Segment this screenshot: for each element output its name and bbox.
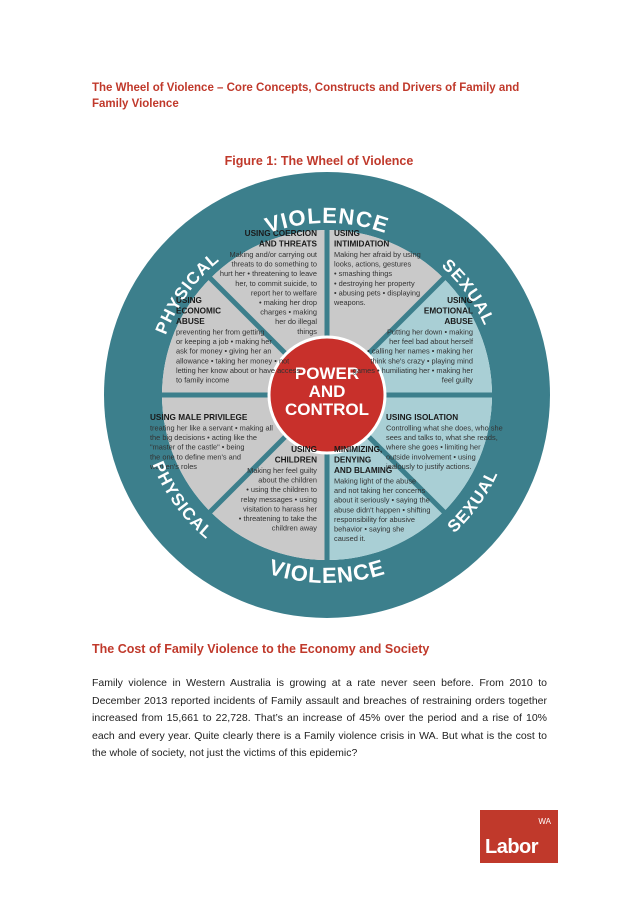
section-heading: The Cost of Family Violence to the Econo…	[92, 642, 430, 656]
wheel-section-title: ECONOMIC	[176, 307, 221, 316]
wheel-section-title: DENYING	[334, 456, 371, 465]
wheel-section-text: Making her feel guilty	[247, 466, 317, 475]
wheel-section-text: weapons.	[333, 298, 366, 307]
wheel-section-text: letting her know about or have access	[176, 366, 300, 375]
wheel-section-text: about it seriously • saying the	[334, 496, 430, 505]
wheel-section-text: think she's crazy • playing mind	[370, 356, 473, 365]
wheel-section-text: games • humiliating her • making her	[353, 366, 474, 375]
labor-wa-logo: WA Labor	[480, 810, 558, 863]
wheel-section-text: "master of the castle" • being	[150, 443, 245, 452]
wheel-section-text: abuse didn't happen • shifting	[334, 505, 430, 514]
wheel-section-title: ABUSE	[176, 317, 205, 326]
wheel-section-text: charges • making	[260, 308, 317, 317]
wheel-section-text: outside involvement • using	[386, 452, 476, 461]
wheel-section-text: • using the children to	[246, 485, 317, 494]
wheel-section-text: hurt her • threatening to leave	[220, 269, 317, 278]
wheel-section-text: • making her drop	[259, 298, 317, 307]
logo-labor-text: Labor	[485, 836, 539, 858]
wheel-section-text: visitation to harass her	[243, 504, 317, 513]
wheel-section-text: feel guilty	[442, 376, 474, 385]
wheel-section-text: • smashing things	[334, 269, 392, 278]
wheel-section-text: behavior • saying she	[334, 525, 404, 534]
wheel-section-text: • abusing pets • displaying	[334, 288, 420, 297]
wheel-section-text: about the children	[258, 476, 317, 485]
wheel-section-text: Controlling what she does, who she	[386, 424, 503, 433]
wheel-section-text: or keeping a job • making her	[176, 337, 272, 346]
wheel-section-text: looks, actions, gestures	[334, 260, 412, 269]
wheel-section-text: • destroying her property	[334, 279, 415, 288]
wheel-section-text: allowance • taking her money • not	[176, 356, 289, 365]
wheel-section-title: ABUSE	[444, 317, 473, 326]
wheel-section-text: Making and/or carrying out	[229, 250, 317, 259]
wheel-section-title: USING	[291, 445, 317, 454]
wheel-section-title: AND THREATS	[259, 240, 318, 249]
wheel-section-text: Making her afraid by using	[334, 250, 421, 259]
wheel-section-title: INTIMIDATION	[334, 240, 389, 249]
wheel-section-text: jealously to justify actions.	[385, 462, 471, 471]
wheel-section-text: things	[297, 327, 317, 336]
wheel-section-text: the one to define men's and	[150, 452, 241, 461]
wheel-section-text: responsibility for abusive	[334, 515, 415, 524]
wheel-section-text: where she goes • limiting her	[385, 443, 481, 452]
logo-wa-text: WA	[538, 817, 551, 826]
wheel-section-text: to family income	[176, 376, 229, 385]
wheel-section-title: USING COERCION	[245, 229, 317, 238]
wheel-section-text: sees and talks to, what she reads,	[386, 433, 498, 442]
wheel-section-text: threats to do something to	[232, 260, 317, 269]
wheel-center-circle	[267, 335, 387, 455]
wheel-section-title: USING	[447, 296, 473, 305]
center-label: AND	[309, 382, 346, 401]
wheel-section-title: USING	[176, 296, 202, 305]
wheel-section-text: Putting her down • making	[387, 328, 473, 337]
wheel-section-text: caused it.	[334, 534, 366, 543]
figure-caption: Figure 1: The Wheel of Violence	[224, 154, 414, 168]
wheel-section-title: MINIMIZING,	[334, 445, 382, 454]
document-title: The Wheel of Violence – Core Concepts, C…	[92, 82, 520, 110]
wheel-section-text: • threatening to take the	[239, 514, 317, 523]
wheel-section-title: AND BLAMING	[334, 466, 392, 475]
wheel-section-title: USING	[334, 229, 360, 238]
wheel-section-text: relay messages • using	[241, 495, 317, 504]
body-paragraph: Family violence in Western Australia is …	[92, 677, 547, 759]
wheel-section-text: treating her like a servant • making all	[150, 424, 273, 433]
center-label: POWER	[295, 364, 359, 383]
wheel-section-text: her feel bad about herself	[389, 337, 474, 346]
wheel-section-title: EMOTIONAL	[424, 307, 473, 316]
wheel-section-text: women's roles	[149, 462, 197, 471]
wheel-section-text: and not taking her concerns	[334, 486, 426, 495]
wheel-section-text: her do illegal	[275, 317, 317, 326]
wheel-section-title: USING MALE PRIVILEGE	[150, 413, 248, 422]
wheel-section-title: USING ISOLATION	[386, 413, 458, 422]
wheel-section-text: preventing her from getting	[176, 328, 264, 337]
wheel-section-text: • calling her names • making her	[367, 347, 473, 356]
wheel-section-text: Making light of the abuse	[334, 477, 416, 486]
wheel-section-text: the big decisions • acting like the	[150, 433, 257, 442]
wheel-section-text: children away	[272, 524, 317, 533]
wheel-section-text: ask for money • giving her an	[176, 347, 271, 356]
wheel-section-text: her, to commit suicide, to	[235, 279, 317, 288]
wheel-section-text: report her to welfare	[251, 288, 317, 297]
wheel-section-title: CHILDREN	[275, 456, 317, 465]
center-label: CONTROL	[285, 400, 369, 419]
